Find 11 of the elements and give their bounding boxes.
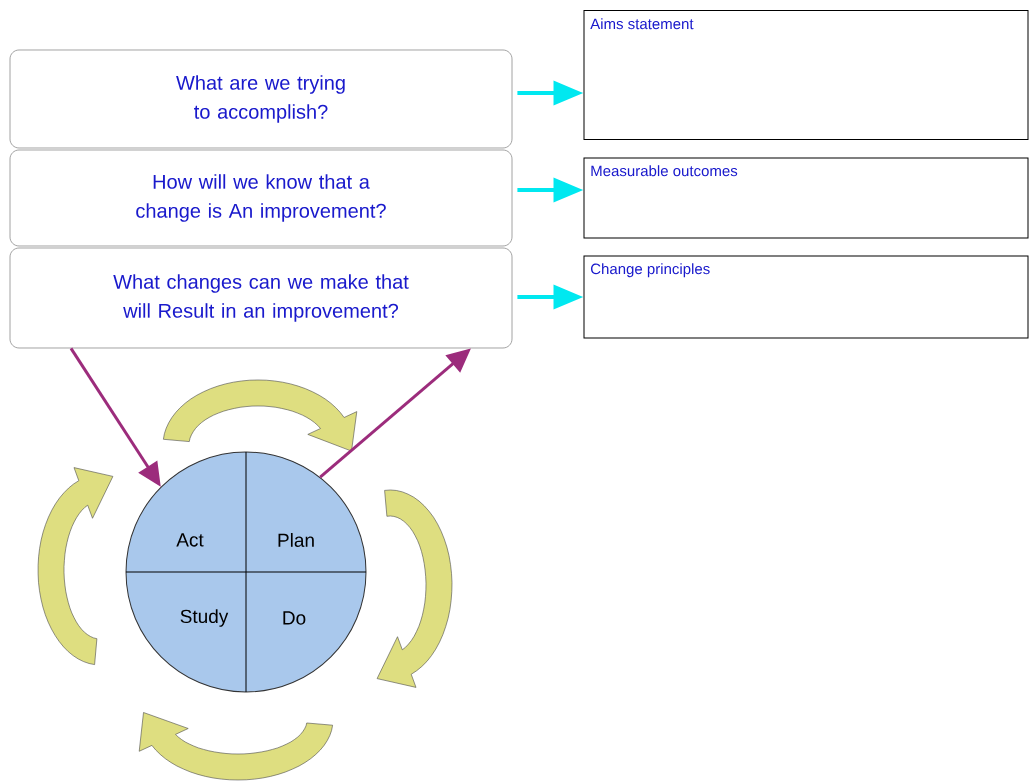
- quadrant-label: Plan: [278, 533, 314, 547]
- quadrant-label: Study: [180, 609, 229, 627]
- pdsa-circle: [125, 451, 367, 693]
- quadrant-label: Act: [176, 533, 204, 547]
- question-box: What are we trying to accomplish?: [9, 49, 513, 149]
- question-box: How will we know that a change is An improvement?: [9, 149, 513, 247]
- quadrant-label: Do: [283, 611, 306, 625]
- answer-box: Change principles: [583, 255, 1029, 339]
- question-box: What changes can we make that will Result in an improvement?: [9, 247, 513, 349]
- answer-box: Aims statement: [583, 10, 1029, 140]
- answer-box: Measurable outcomes: [583, 157, 1029, 239]
